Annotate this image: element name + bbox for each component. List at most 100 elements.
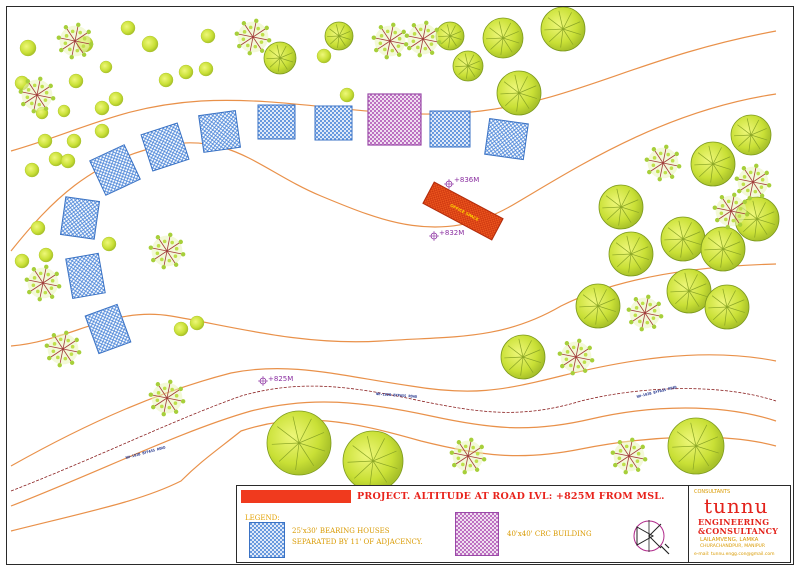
bearing-house [314, 105, 353, 141]
bearing-house [429, 110, 471, 148]
round-tree-icon [660, 216, 706, 262]
legend-crc-swatch [455, 512, 499, 556]
road-label: NH-102B BYPASS ROAD [125, 445, 166, 460]
legend-crc-text: 40'x40' CRC BUILDING [507, 530, 592, 538]
round-tree-icon [704, 284, 750, 330]
elevation-label: +825M [268, 375, 293, 383]
round-tree-icon [189, 315, 205, 331]
round-tree-icon [540, 7, 586, 52]
round-tree-icon [435, 21, 465, 51]
branch-shrub-icon [148, 232, 186, 270]
round-tree-icon [496, 70, 542, 116]
round-tree-icon [158, 72, 174, 88]
round-tree-icon [452, 50, 484, 82]
round-tree-icon [99, 60, 113, 74]
drawing-sheet: NH-102B BYPASS ROAD NH-102B BYPASS ROAD … [6, 6, 794, 565]
road-labels: NH-102B BYPASS ROAD NH-102B BYPASS ROAD … [125, 385, 677, 460]
branch-shrub-icon [18, 76, 56, 114]
branch-shrub-icon [557, 338, 595, 376]
round-tree-icon [37, 133, 53, 149]
road-label: NH-102B BYPASS ROAD [636, 385, 677, 399]
round-tree-icon [101, 236, 117, 252]
bearing-house [84, 303, 132, 355]
round-tree-icon [94, 100, 110, 116]
round-tree-icon [200, 28, 216, 44]
round-tree-icon [598, 184, 644, 230]
round-tree-icon [66, 133, 82, 149]
elevation-marker-825: +825M [258, 375, 293, 386]
round-tree-icon [482, 17, 524, 59]
round-tree-icon [120, 20, 136, 36]
branch-shrub-icon [610, 437, 648, 475]
round-tree-icon [575, 283, 621, 329]
lower-road-top [10, 401, 777, 507]
legend-houses-line1: 25'x30' BEARING HOUSES [292, 527, 390, 535]
bearing-house [140, 122, 190, 172]
bearing-house [59, 196, 101, 240]
round-trees [14, 7, 780, 492]
elevation-label: +836M [454, 176, 479, 184]
project-bar [241, 490, 351, 503]
branch-shrub-icon [371, 22, 409, 60]
crc-building [367, 93, 422, 146]
branch-shrub-icon [404, 20, 442, 58]
firm-line1: ENGINEERING [698, 517, 770, 527]
branch-shrub-icon [148, 379, 186, 417]
bearing-houses [59, 104, 529, 355]
legend-houses-line2: SEPARATED BY 11' OF ADJACENCY. [292, 538, 423, 546]
firm-address-2: CHURACHANDPUR, MANIPUR [700, 544, 765, 549]
bearing-house [484, 117, 529, 161]
round-tree-icon [690, 141, 736, 187]
round-tree-icon [68, 73, 84, 89]
middle-road-top [10, 263, 777, 347]
branch-shrubs [18, 18, 772, 475]
round-tree-icon [316, 48, 332, 64]
title-block: PROJECT. ALTITUDE AT ROAD LVL: +825M FRO… [236, 485, 791, 563]
site-plan: NH-102B BYPASS ROAD NH-102B BYPASS ROAD … [10, 7, 780, 532]
legend-houses-text: 25'x30' BEARING HOUSES SEPARATED BY 11' … [292, 526, 423, 548]
round-tree-icon [178, 64, 194, 80]
project-title: PROJECT. ALTITUDE AT ROAD LVL: +825M FRO… [357, 491, 665, 502]
round-tree-icon [14, 253, 30, 269]
firm-address-1: LAILAMVENG, LAMKA [700, 537, 759, 543]
round-tree-icon [339, 87, 355, 103]
round-tree-icon [24, 162, 40, 178]
branch-shrub-icon [626, 294, 664, 332]
upper-road-top [10, 30, 777, 152]
round-tree-icon [30, 220, 46, 236]
north-arrow-icon [633, 520, 670, 555]
round-tree-icon [48, 151, 64, 167]
branch-shrub-icon [44, 330, 82, 368]
bearing-house [198, 109, 242, 153]
round-tree-icon [173, 321, 189, 337]
round-tree-icon [342, 430, 404, 492]
round-tree-icon [19, 39, 37, 57]
elevation-marker-832: +832M [429, 229, 464, 241]
elevation-marker-icon [429, 231, 439, 241]
branch-shrub-icon [234, 18, 272, 56]
branch-shrub-icon [56, 22, 94, 60]
branch-shrub-icon [734, 163, 772, 201]
road-label: NH-102B BYPASS ROAD [376, 392, 417, 399]
elevation-marker-icon [258, 376, 268, 386]
round-tree-icon [108, 91, 124, 107]
round-tree-icon [700, 226, 746, 272]
bearing-house [257, 104, 296, 140]
round-tree-icon [667, 417, 725, 475]
round-tree-icon [263, 41, 297, 75]
bypass-centerline [10, 385, 777, 492]
round-tree-icon [266, 410, 332, 476]
round-tree-icon [60, 153, 76, 169]
round-tree-icon [608, 231, 654, 277]
elevation-marker-icon [444, 179, 454, 189]
round-tree-icon [666, 268, 712, 314]
round-tree-icon [94, 123, 110, 139]
round-tree-icon [198, 61, 214, 77]
firm-name: tunnu [704, 494, 769, 518]
round-tree-icon [730, 114, 772, 156]
branch-shrub-icon [24, 264, 62, 302]
round-tree-icon [141, 35, 159, 53]
legend-house-swatch [249, 522, 285, 558]
bearing-house [65, 252, 106, 300]
office-space: OFFICE SPACE [422, 181, 504, 241]
